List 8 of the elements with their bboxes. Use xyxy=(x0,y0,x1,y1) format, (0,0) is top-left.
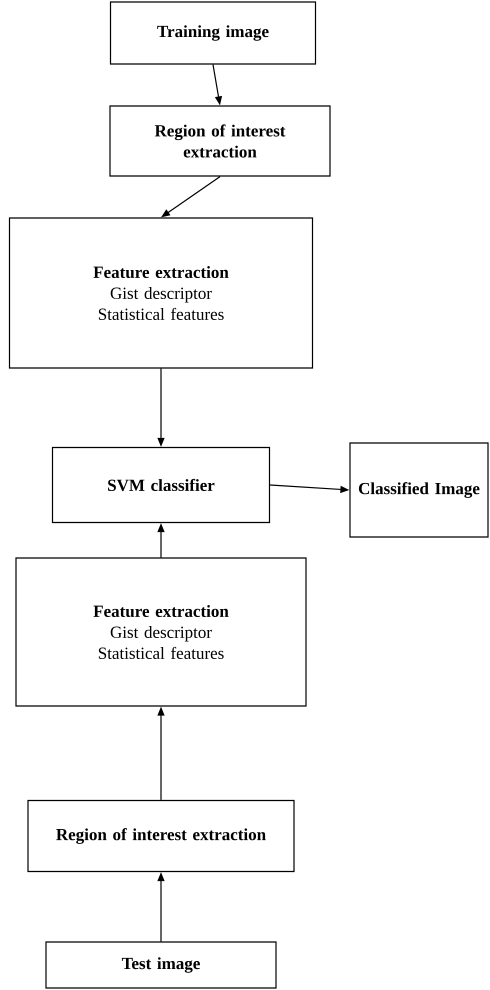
process-box: Feature extraction Gist descriptor Statistical features xyxy=(8,217,314,369)
process-box: SVM classifier xyxy=(52,446,270,524)
process-box: Test image xyxy=(45,941,277,989)
process-box: Training image xyxy=(110,1,316,65)
process-box: Feature extraction Gist descriptor Statistical features xyxy=(15,557,307,707)
process-box: Region of interest extraction xyxy=(27,800,295,872)
process-box: Classified Image xyxy=(349,442,489,538)
process-box: Region of interest extraction xyxy=(109,105,331,177)
